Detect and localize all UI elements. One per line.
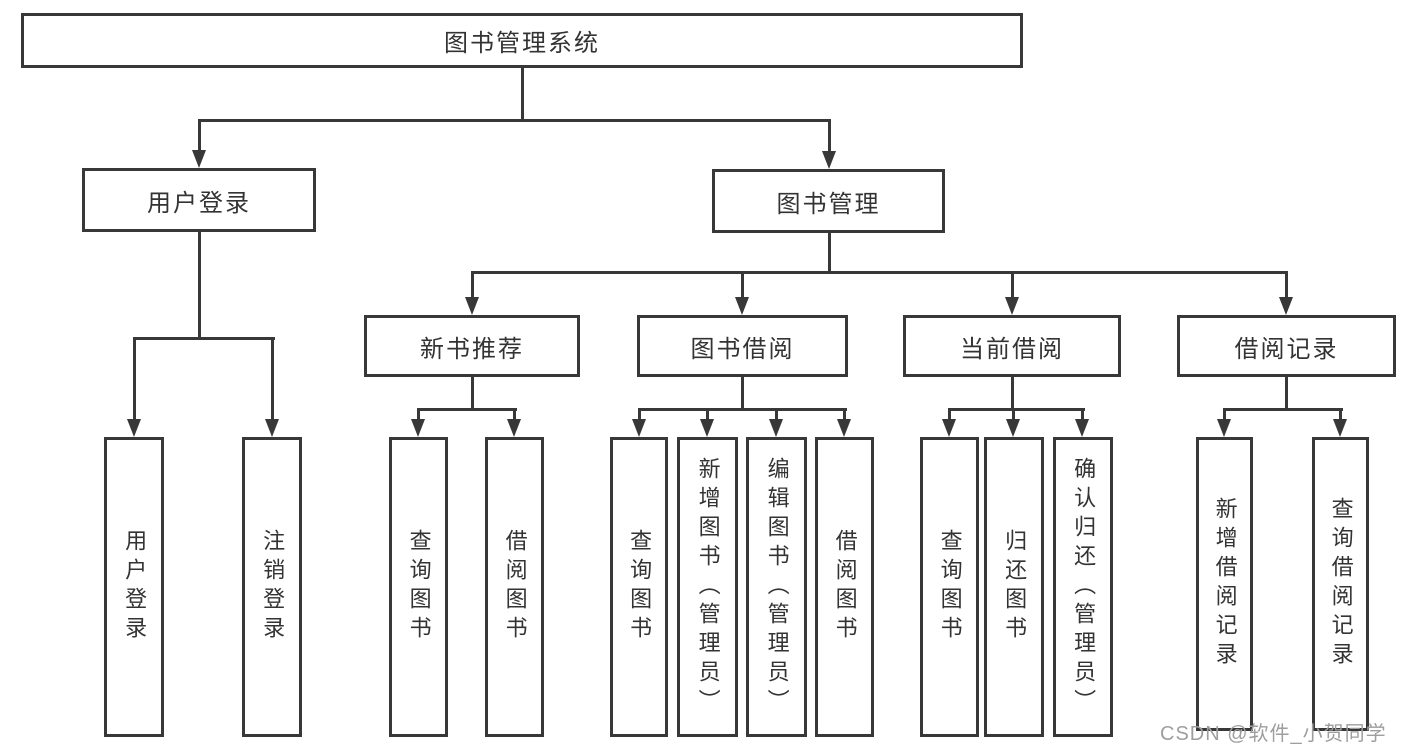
connector-drop bbox=[1081, 408, 1084, 419]
connector-drop bbox=[1012, 408, 1015, 419]
arrow-down-icon bbox=[632, 419, 646, 437]
connector-drop bbox=[638, 408, 641, 419]
connector-new-book-recommend-stem bbox=[471, 377, 474, 411]
arrow-down-icon bbox=[1279, 297, 1293, 315]
arrow-down-icon bbox=[1005, 297, 1019, 315]
connector-user-login-stem bbox=[198, 232, 201, 340]
arrow-down-icon bbox=[411, 419, 425, 437]
connector-user-login-crossbar bbox=[133, 337, 275, 340]
leaf-bb-edit-books-admin: 编辑图书（管理员） bbox=[746, 437, 807, 737]
leaf-bb-query-books: 查询图书 bbox=[610, 437, 668, 737]
leaf-br-add-record: 新增借阅记录 bbox=[1196, 437, 1253, 731]
leaf-bb-edit-books-admin-label: 编辑图书（管理员） bbox=[764, 456, 790, 718]
node-current-borrowing-label: 当前借阅 bbox=[960, 335, 1064, 363]
connector-drop bbox=[948, 408, 951, 419]
leaf-cb-confirm-return-admin-label: 确认归还（管理员） bbox=[1071, 456, 1097, 718]
connector-drop bbox=[513, 408, 516, 419]
connector-drop-book-borrowing bbox=[741, 271, 744, 297]
node-current-borrowing: 当前借阅 bbox=[903, 315, 1121, 377]
connector-drop bbox=[1223, 408, 1226, 419]
leaf-cb-return-books-label: 归还图书 bbox=[1002, 529, 1028, 645]
leaf-br-add-record-label: 新增借阅记录 bbox=[1212, 497, 1238, 671]
connector-root-crossbar bbox=[198, 119, 831, 122]
arrow-down-icon bbox=[127, 419, 141, 437]
leaf-logout: 注销登录 bbox=[242, 437, 302, 737]
node-book-management-label: 图书管理 bbox=[776, 190, 881, 218]
arrow-down-icon bbox=[700, 419, 714, 437]
arrow-down-icon bbox=[465, 297, 479, 315]
connector-root-stem bbox=[521, 68, 524, 122]
connector-drop bbox=[775, 408, 778, 419]
connector-new-book-recommend-crossbar bbox=[417, 408, 517, 411]
leaf-cb-query-books: 查询图书 bbox=[920, 437, 979, 737]
leaf-bb-add-books-admin-label: 新增图书（管理员） bbox=[695, 456, 721, 718]
arrow-down-icon bbox=[942, 419, 956, 437]
connector-borrow-records-crossbar bbox=[1223, 408, 1343, 411]
leaf-nbr-borrow-books: 借阅图书 bbox=[485, 437, 544, 737]
connector-drop bbox=[706, 408, 709, 419]
connector-drop bbox=[1339, 408, 1342, 419]
leaf-cb-return-books: 归还图书 bbox=[984, 437, 1044, 737]
leaf-user-login-label: 用户登录 bbox=[122, 529, 148, 645]
connector-book-borrowing-crossbar bbox=[638, 408, 847, 411]
node-book-borrowing-label: 图书借阅 bbox=[690, 335, 795, 363]
node-new-book-recommend-label: 新书推荐 bbox=[420, 335, 524, 363]
leaf-br-query-record-label: 查询借阅记录 bbox=[1328, 497, 1354, 671]
leaf-bb-query-books-label: 查询图书 bbox=[627, 529, 653, 645]
connector-drop-current-borrowing bbox=[1011, 271, 1014, 297]
connector-drop bbox=[843, 408, 846, 419]
leaf-cb-query-books-label: 查询图书 bbox=[937, 529, 963, 645]
csdn-watermark: CSDN @软件_小贺同学 bbox=[1160, 723, 1387, 745]
connector-current-borrowing-stem bbox=[1011, 377, 1014, 411]
leaf-logout-label: 注销登录 bbox=[260, 529, 286, 645]
connector-drop-book-management bbox=[828, 119, 831, 152]
node-root-library-management-system: 图书管理系统 bbox=[21, 13, 1023, 68]
leaf-bb-add-books-admin: 新增图书（管理员） bbox=[677, 437, 738, 737]
connector-borrow-records-stem bbox=[1285, 377, 1288, 411]
arrow-down-icon bbox=[507, 419, 521, 437]
connector-drop-leaf-user-login bbox=[133, 337, 136, 419]
arrow-down-icon bbox=[735, 297, 749, 315]
leaf-br-query-record: 查询借阅记录 bbox=[1312, 437, 1369, 731]
connector-current-borrowing-crossbar bbox=[948, 408, 1085, 411]
leaf-nbr-query-books-label: 查询图书 bbox=[406, 529, 432, 645]
arrow-down-icon bbox=[192, 150, 206, 168]
connector-drop bbox=[417, 408, 420, 419]
connector-book-borrowing-stem bbox=[741, 377, 744, 411]
arrow-down-icon bbox=[1333, 419, 1347, 437]
node-borrow-records-label: 借阅记录 bbox=[1234, 335, 1339, 363]
node-book-borrowing: 图书借阅 bbox=[637, 315, 848, 377]
leaf-bb-borrow-books: 借阅图书 bbox=[815, 437, 874, 737]
connector-drop-borrow-records bbox=[1285, 271, 1288, 297]
connector-drop-user-login bbox=[198, 119, 201, 152]
node-user-login: 用户登录 bbox=[82, 168, 316, 232]
leaf-nbr-query-books: 查询图书 bbox=[389, 437, 448, 737]
node-root-label: 图书管理系统 bbox=[444, 30, 600, 57]
node-new-book-recommend: 新书推荐 bbox=[364, 315, 580, 377]
arrow-down-icon bbox=[1075, 419, 1089, 437]
node-book-management: 图书管理 bbox=[712, 169, 945, 233]
arrow-down-icon bbox=[265, 419, 279, 437]
leaf-nbr-borrow-books-label: 借阅图书 bbox=[502, 529, 528, 645]
leaf-user-login: 用户登录 bbox=[104, 437, 164, 737]
connector-book-management-crossbar bbox=[471, 271, 1288, 274]
connector-book-management-stem bbox=[828, 233, 831, 274]
leaf-cb-confirm-return-admin: 确认归还（管理员） bbox=[1053, 437, 1113, 737]
connector-drop-new-book-recommend bbox=[471, 271, 474, 297]
arrow-down-icon bbox=[1006, 419, 1020, 437]
arrow-down-icon bbox=[837, 419, 851, 437]
arrow-down-icon bbox=[1217, 419, 1231, 437]
arrow-down-icon bbox=[822, 151, 836, 169]
node-borrow-records: 借阅记录 bbox=[1177, 315, 1396, 377]
leaf-bb-borrow-books-label: 借阅图书 bbox=[832, 529, 858, 645]
arrow-down-icon bbox=[769, 419, 783, 437]
connector-drop-leaf-logout bbox=[271, 337, 274, 419]
node-user-login-label: 用户登录 bbox=[147, 189, 251, 217]
